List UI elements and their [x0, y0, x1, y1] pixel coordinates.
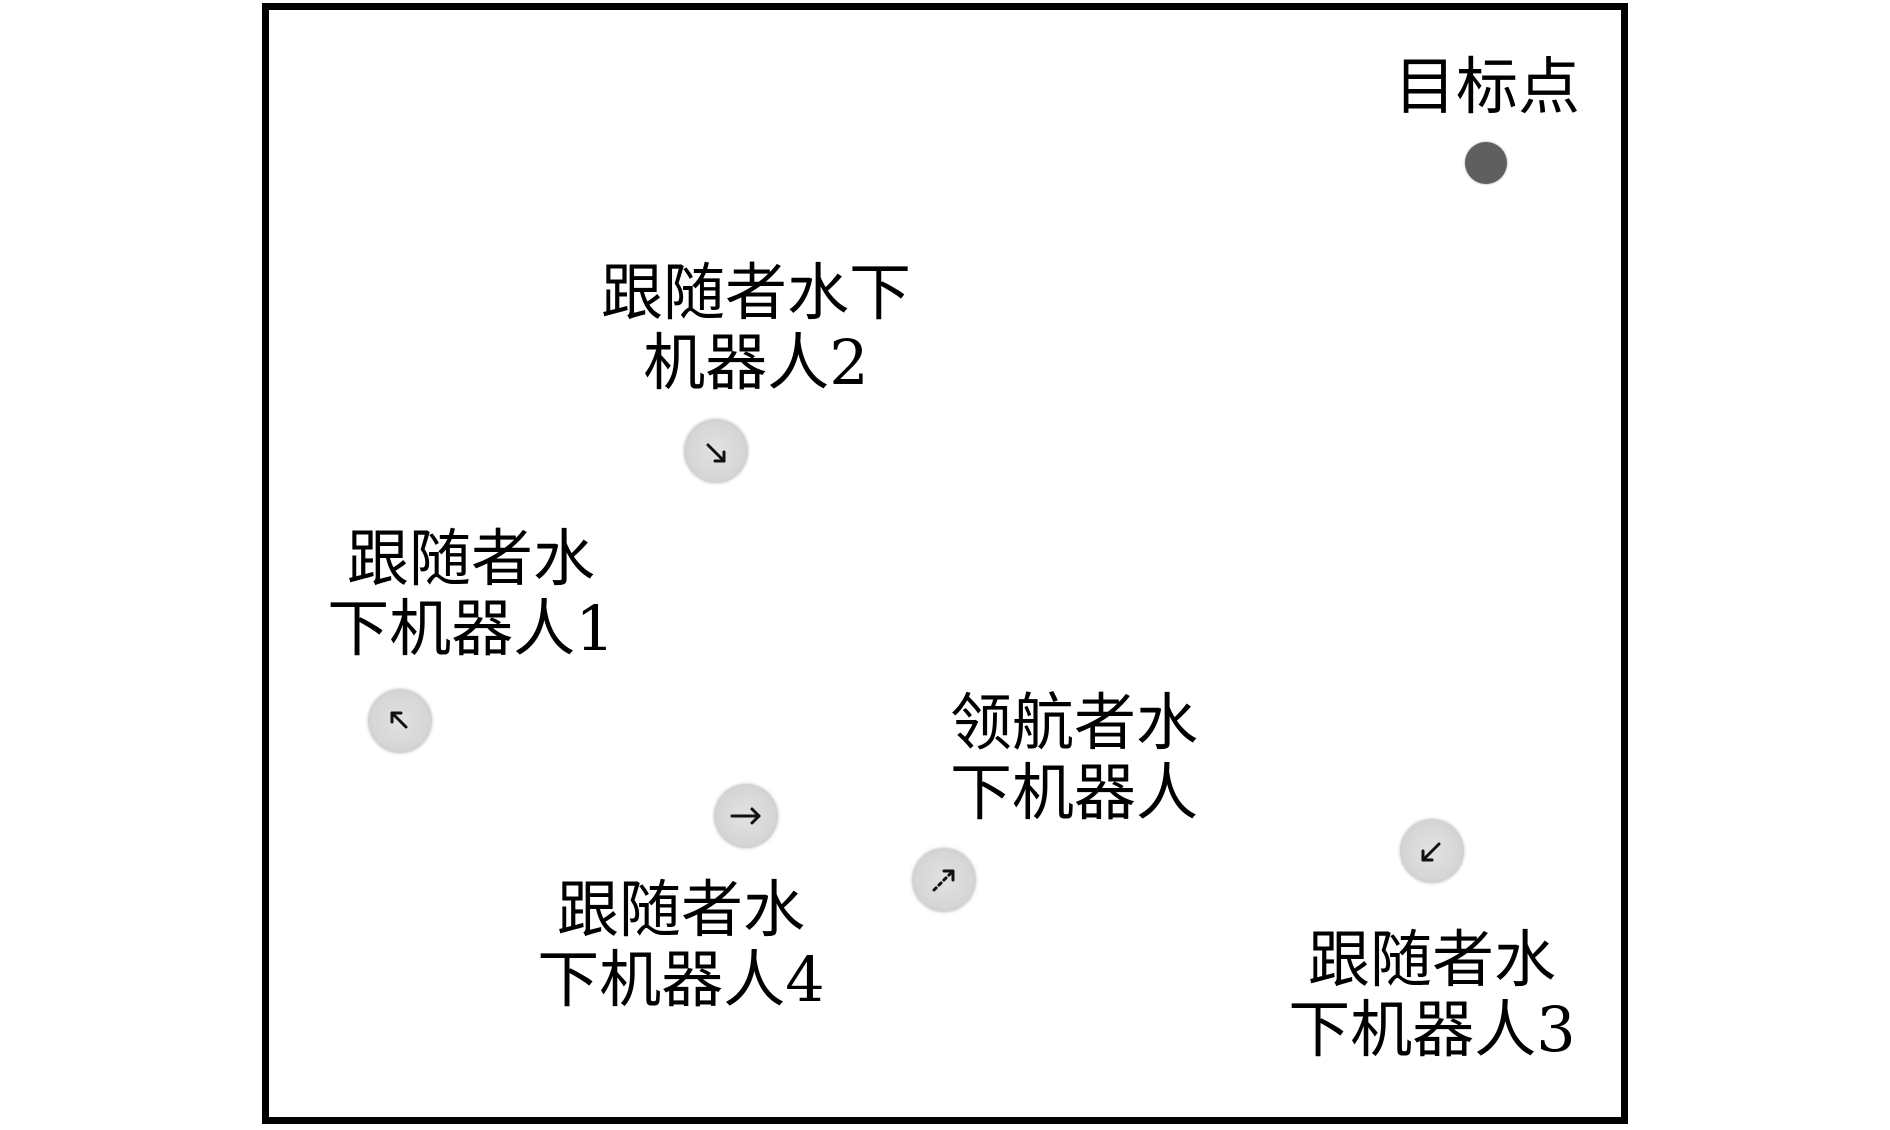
target-label-text: 目标点 [1393, 50, 1580, 123]
follower-2-label: 跟随者水下 机器人2 [576, 258, 936, 398]
follower-2-label-line2: 机器人2 [643, 326, 869, 399]
follower-1-label-line1: 跟随者水 [346, 522, 595, 595]
follower-2-label-line1: 跟随者水下 [600, 256, 911, 329]
follower-4-label-line2: 下机器人4 [537, 943, 825, 1016]
heading-arrow-icon [730, 807, 761, 825]
leader-label-line1: 领航者水 [949, 686, 1198, 759]
leader-label: 领航者水 下机器人 [924, 688, 1224, 828]
follower-3-label-line2: 下机器人3 [1288, 993, 1576, 1066]
follower-3-label: 跟随者水 下机器人3 [1272, 925, 1592, 1065]
target-dot-icon [1465, 142, 1507, 184]
target-label: 目标点 [1382, 52, 1592, 122]
follower-4-robot-icon [714, 784, 778, 848]
diagram-frame: 目标点 跟随者水下 机器人2 跟随者水 下机器人1 领航者水 下机器人 跟随者 [262, 3, 1628, 1124]
heading-arrow-icon [932, 869, 955, 892]
heading-arrow-icon [390, 711, 408, 729]
follower-4-label-line1: 跟随者水 [556, 873, 805, 946]
follower-2-robot-icon [684, 419, 748, 483]
follower-1-label: 跟随者水 下机器人1 [311, 524, 631, 664]
heading-arrow-icon [1421, 842, 1441, 862]
follower-4-label: 跟随者水 下机器人4 [516, 875, 846, 1015]
follower-1-label-line2: 下机器人1 [327, 592, 615, 665]
leader-label-line2: 下机器人 [949, 756, 1198, 829]
follower-3-robot-icon [1400, 819, 1464, 883]
heading-arrow-icon [706, 443, 726, 463]
follower-1-robot-icon [368, 689, 432, 753]
leader-robot-icon [912, 848, 976, 912]
follower-3-label-line1: 跟随者水 [1307, 923, 1556, 996]
